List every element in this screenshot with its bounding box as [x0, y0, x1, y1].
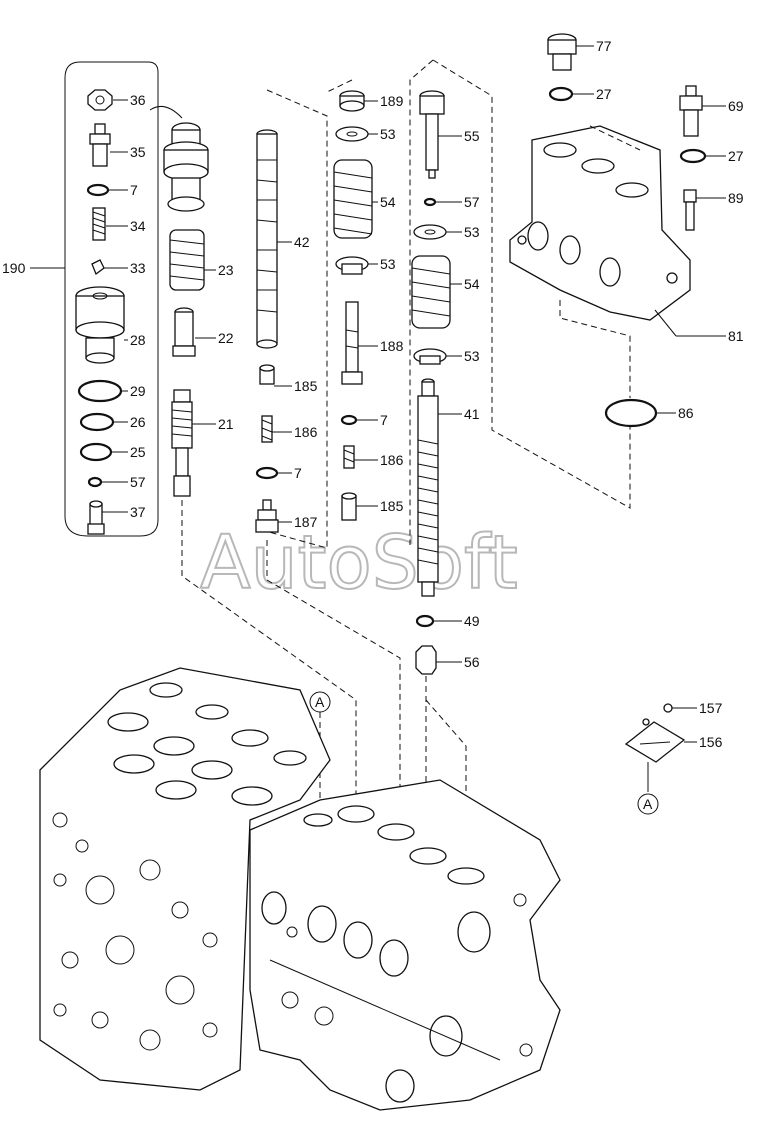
label-34: 34	[130, 218, 146, 234]
part-22-pin	[172, 307, 216, 357]
label-21: 21	[218, 416, 234, 432]
part-53-b-seat	[335, 256, 378, 275]
part-188-spool	[341, 301, 378, 385]
part-27-a-oring	[548, 86, 594, 102]
label-23: 23	[218, 262, 234, 278]
label-7-c: 7	[380, 412, 388, 428]
label-186-a: 186	[294, 424, 318, 440]
label-69: 69	[728, 98, 744, 114]
label-33: 33	[130, 260, 146, 276]
group-190-bracket	[30, 61, 159, 537]
label-157: 157	[699, 700, 723, 716]
part-29-oring	[77, 379, 128, 403]
part-187-plug	[255, 499, 292, 533]
part-157-screw	[642, 703, 697, 726]
label-37: 37	[130, 504, 146, 520]
part-54-a-spring	[333, 159, 378, 239]
label-156: 156	[699, 734, 723, 750]
label-25: 25	[130, 444, 146, 460]
part-7-c-oring	[340, 414, 378, 426]
label-190: 190	[2, 260, 26, 276]
part-86-oring	[604, 398, 676, 428]
part-77-plug	[547, 33, 594, 71]
part-56-plug	[415, 645, 462, 675]
label-77: 77	[596, 38, 612, 54]
part-156-plate	[624, 721, 697, 792]
part-57-b-oring	[423, 197, 462, 207]
part-7-b-oring	[255, 466, 292, 480]
label-55: 55	[464, 128, 480, 144]
label-7-a: 7	[130, 182, 138, 198]
part-189-nut	[339, 90, 378, 112]
label-29: 29	[130, 383, 146, 399]
label-189: 189	[380, 93, 404, 109]
label-49: 49	[464, 613, 480, 629]
part-34-spring	[92, 207, 128, 241]
part-23-spring	[169, 229, 216, 291]
part-55-bolt	[419, 90, 462, 179]
part-69-fitting	[679, 85, 726, 137]
part-35-plug	[89, 123, 128, 167]
reference-a-right-label: A	[643, 796, 653, 812]
part-186-b-spring	[343, 445, 378, 469]
label-56: 56	[464, 654, 480, 670]
part-185-b-cap	[341, 492, 378, 521]
part-49-oring	[415, 614, 462, 628]
label-89: 89	[728, 190, 744, 206]
label-42: 42	[294, 234, 310, 250]
label-22: 22	[218, 330, 234, 346]
label-41: 41	[464, 406, 480, 422]
label-27-b: 27	[728, 148, 744, 164]
spool-head-assembly	[149, 105, 209, 212]
label-36: 36	[130, 92, 146, 108]
label-53-d: 53	[464, 348, 480, 364]
reference-a-left-label: A	[315, 694, 325, 710]
label-86: 86	[678, 405, 694, 421]
label-185-a: 185	[294, 378, 318, 394]
label-53-a: 53	[380, 126, 396, 142]
reference-a-right: A	[637, 793, 659, 815]
watermark-text: AutoSoft	[200, 520, 518, 606]
part-53-d-seat	[413, 348, 462, 365]
label-7-b: 7	[294, 465, 302, 481]
part-41-spool	[417, 378, 462, 597]
part-53-c-seat	[413, 224, 462, 240]
label-35: 35	[130, 144, 146, 160]
part-54-b-spring	[411, 255, 462, 329]
valve-body-right-block	[249, 779, 561, 1111]
label-57-b: 57	[464, 194, 480, 210]
label-54-b: 54	[464, 276, 480, 292]
label-54-a: 54	[380, 194, 396, 210]
label-188: 188	[380, 338, 404, 354]
part-81-cover	[509, 125, 726, 337]
part-185-a-cap	[259, 364, 292, 387]
part-27-b-oring	[679, 148, 726, 164]
valve-body-left-block	[39, 667, 331, 1091]
part-25-oring	[79, 442, 128, 462]
label-53-b: 53	[380, 256, 396, 272]
label-53-c: 53	[464, 224, 480, 240]
part-28-housing	[75, 286, 128, 364]
label-26: 26	[130, 414, 146, 430]
part-57-oring	[87, 476, 128, 488]
part-89-bolt	[683, 189, 726, 231]
part-42-spool	[256, 129, 292, 349]
part-7-oring	[86, 183, 128, 197]
label-57-a: 57	[130, 474, 146, 490]
label-27-a: 27	[596, 86, 612, 102]
part-186-a-spring	[261, 415, 292, 443]
part-21-spool	[171, 389, 216, 497]
label-187: 187	[294, 514, 318, 530]
part-53-a-seat	[335, 126, 378, 142]
part-37-plug	[87, 500, 128, 535]
label-81: 81	[728, 328, 744, 344]
label-185-b: 185	[380, 498, 404, 514]
part-36-nut	[87, 89, 128, 111]
label-28: 28	[130, 332, 146, 348]
part-26-ring	[79, 412, 128, 432]
label-186-b: 186	[380, 452, 404, 468]
part-33-ball	[91, 259, 128, 276]
